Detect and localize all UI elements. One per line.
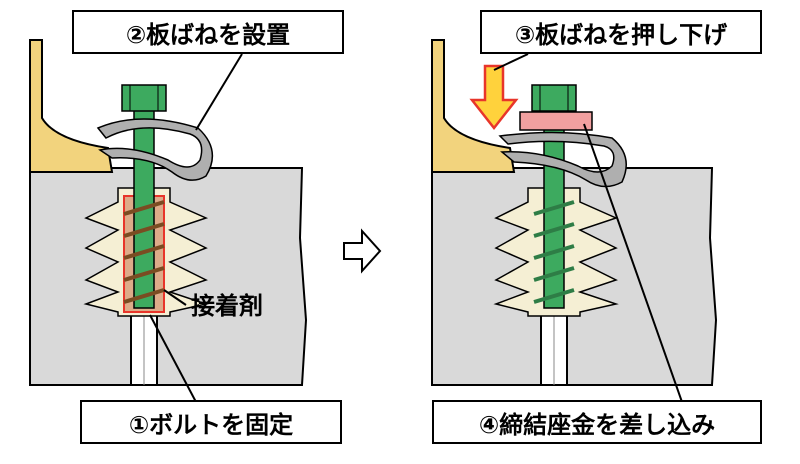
fastening-washer [519,111,593,131]
down-arrow-icon [469,64,519,131]
right-panel [431,39,718,403]
rail-foot-left [29,39,114,173]
left-panel [29,39,308,403]
adhesive-label: 接着剤 [191,292,263,320]
bolt-head-left [121,84,167,112]
bolt-thread-right [533,200,575,304]
bolt-head-right [531,84,577,112]
leader-step1 [149,314,197,403]
step3-label: ③板ばねを押し下げ [480,10,762,54]
leaf-spring-left [96,118,214,181]
bolt-thread-left [123,200,165,304]
leader-step3 [493,53,529,71]
leaf-spring-right [498,131,627,188]
outline-right-arrow-icon [343,228,382,274]
step1-label: ①ボルトを固定 [80,400,342,444]
leader-step4 [583,123,683,403]
leader-step2 [195,53,243,131]
leader-adhesive [163,289,187,306]
step2-label: ②板ばねを設置 [72,10,344,54]
step4-label: ④締結座金を差し込み [432,400,762,444]
